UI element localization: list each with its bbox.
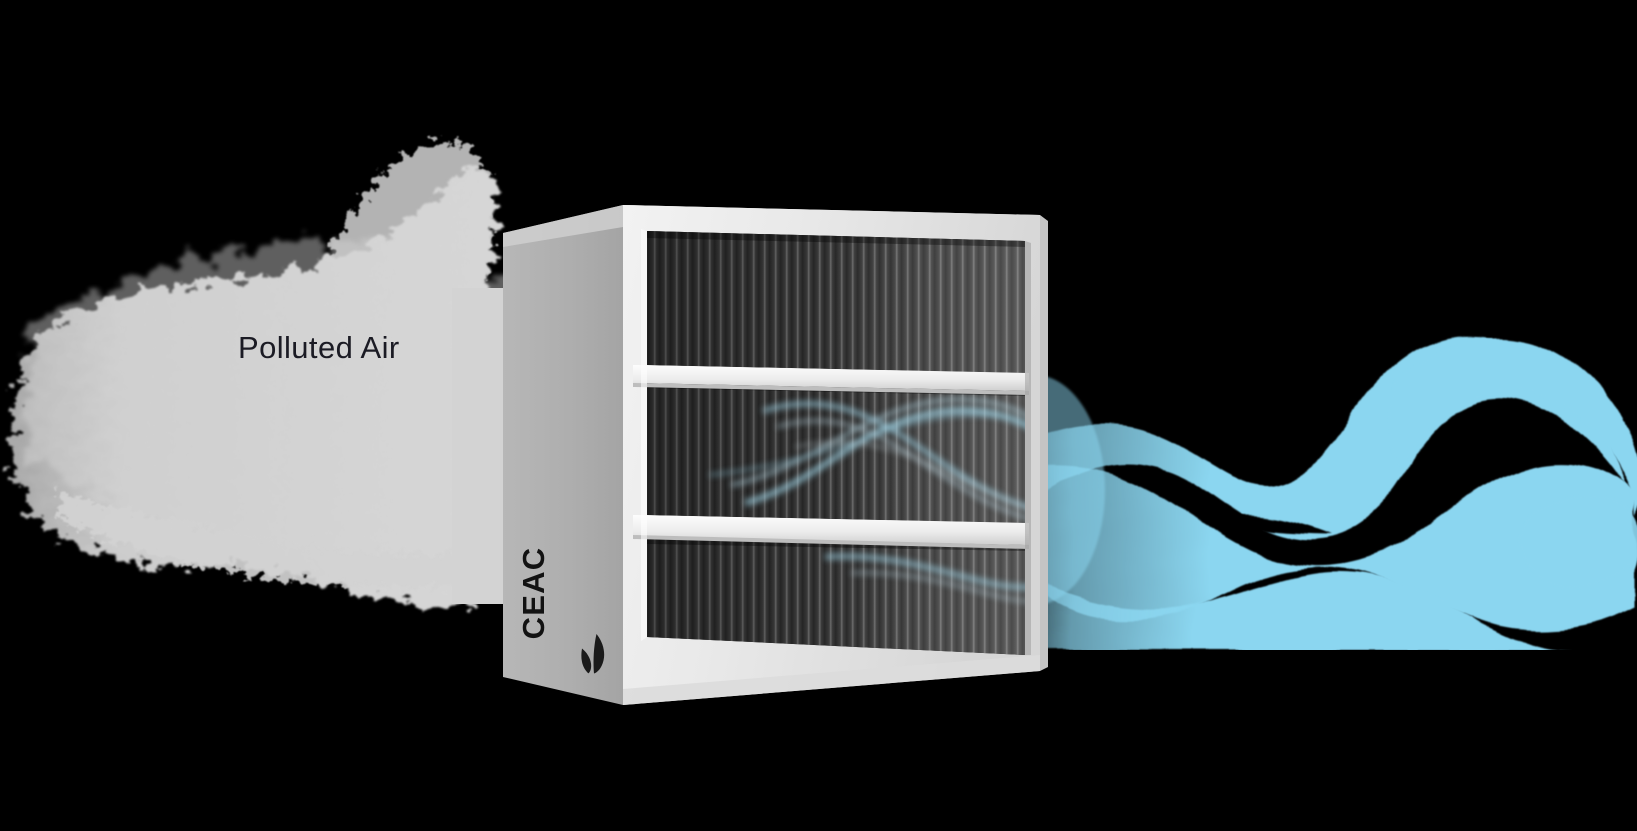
filter-airflow-streaks-lower (824, 553, 1025, 603)
polluted-air-body (11, 166, 497, 607)
clean-air-negative-gaps (1223, 514, 1331, 534)
filter-right-rim (1040, 215, 1048, 671)
polluted-air-label: Polluted Air (238, 330, 400, 365)
clean-air-tail-lower (1015, 570, 1573, 650)
filter-frame-bevels (641, 229, 1031, 655)
filter-side-panel (503, 205, 623, 705)
filter-bottom-edge (623, 655, 1040, 705)
filter-airflow-streaks-middle (708, 397, 1025, 523)
filter-media-panel-1 (647, 231, 1025, 373)
filter-divider-2 (633, 515, 1029, 549)
air-filter-unit (495, 185, 1050, 705)
clean-air-mass-central (1011, 463, 1635, 630)
polluted-air-cloud (0, 120, 640, 630)
filter-media-panel-2 (647, 381, 1025, 523)
clean-air-flow (995, 320, 1637, 650)
polluted-air-tail-lower (58, 492, 486, 588)
clean-air-swell-upper-right (1388, 336, 1637, 518)
filter-divider-1 (633, 365, 1029, 395)
clean-air-fin-right (1517, 496, 1637, 588)
